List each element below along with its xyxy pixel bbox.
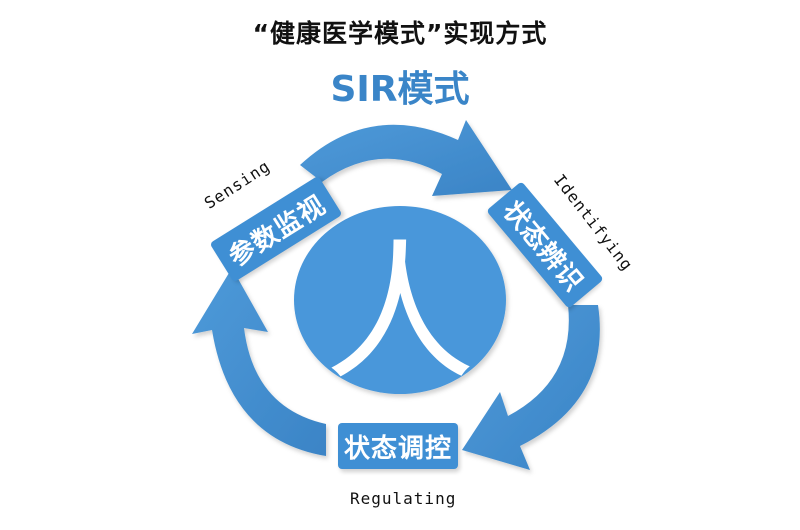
step-label-regulating: 状态调控	[343, 433, 452, 464]
arrow-identifying-to-regulating	[462, 305, 600, 470]
center-character: 人	[324, 226, 475, 401]
step-english-regulating: Regulating	[350, 489, 457, 508]
diagram-subtitle: SIR模式	[330, 69, 470, 110]
center-circle	[294, 206, 506, 394]
arrow-regulating-to-sensing	[192, 268, 326, 456]
step-box-regulating: 状态调控	[338, 423, 458, 469]
arrow-sensing-to-identifying	[300, 120, 512, 196]
diagram-title: “健康医学模式”实现方式	[252, 19, 548, 48]
